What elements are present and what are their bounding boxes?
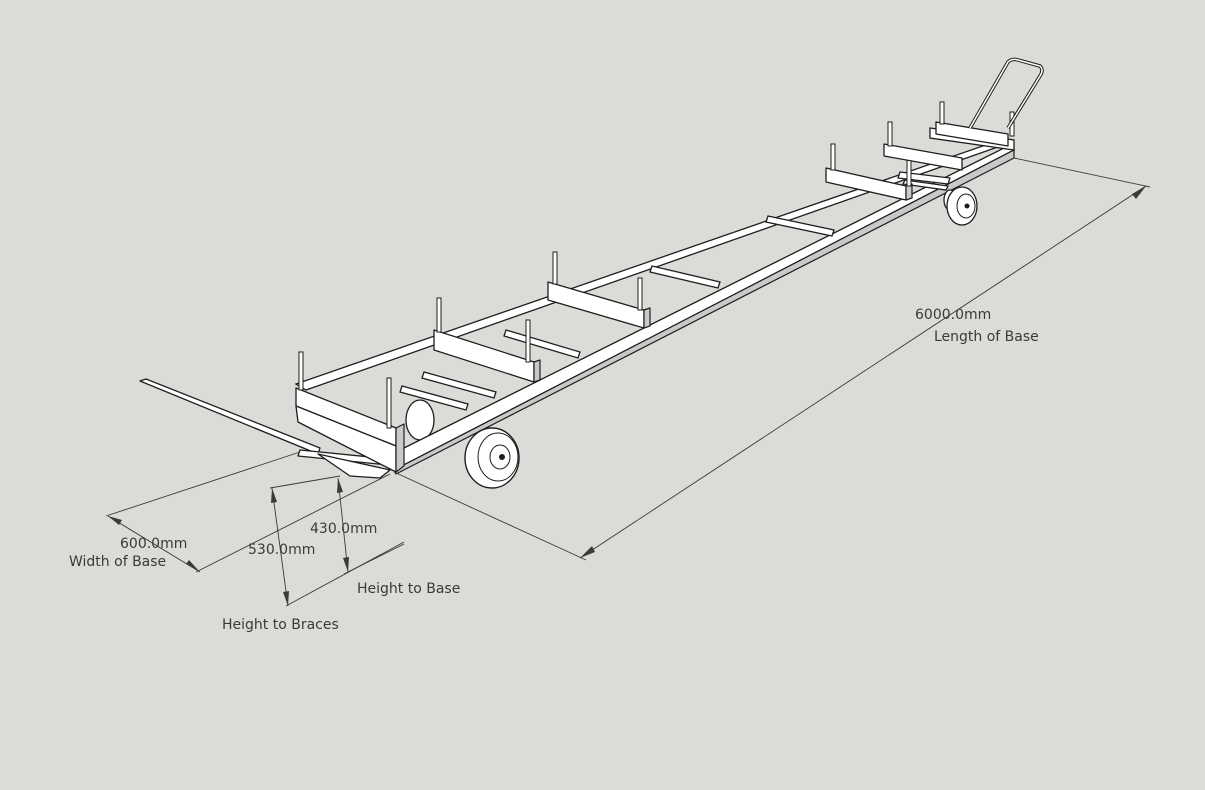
brace-front bbox=[295, 351, 405, 473]
height-braces-label: Height to Braces bbox=[222, 617, 339, 633]
width-label: Width of Base bbox=[69, 554, 166, 570]
height-base-value: 430.0mm bbox=[310, 521, 377, 537]
rear-wheels bbox=[943, 186, 978, 226]
height-braces-value: 530.0mm bbox=[248, 542, 315, 558]
brace-2 bbox=[433, 297, 541, 383]
trailer-model bbox=[139, 57, 1044, 489]
dimension-length bbox=[393, 157, 1151, 561]
front-right-wheel bbox=[464, 427, 520, 489]
dimension-width bbox=[105, 451, 391, 573]
base-frame bbox=[294, 127, 1016, 475]
brace-3 bbox=[547, 251, 651, 329]
tow-bar bbox=[139, 378, 401, 479]
front-left-wheel bbox=[405, 399, 435, 441]
width-value: 600.0mm bbox=[120, 536, 187, 552]
height-base-label: Height to Base bbox=[357, 581, 460, 597]
length-value: 6000.0mm bbox=[915, 307, 991, 323]
dimension-height-base bbox=[337, 477, 405, 575]
push-handle bbox=[968, 57, 1044, 129]
brace-5 bbox=[883, 121, 963, 171]
length-label: Length of Base bbox=[934, 329, 1039, 345]
